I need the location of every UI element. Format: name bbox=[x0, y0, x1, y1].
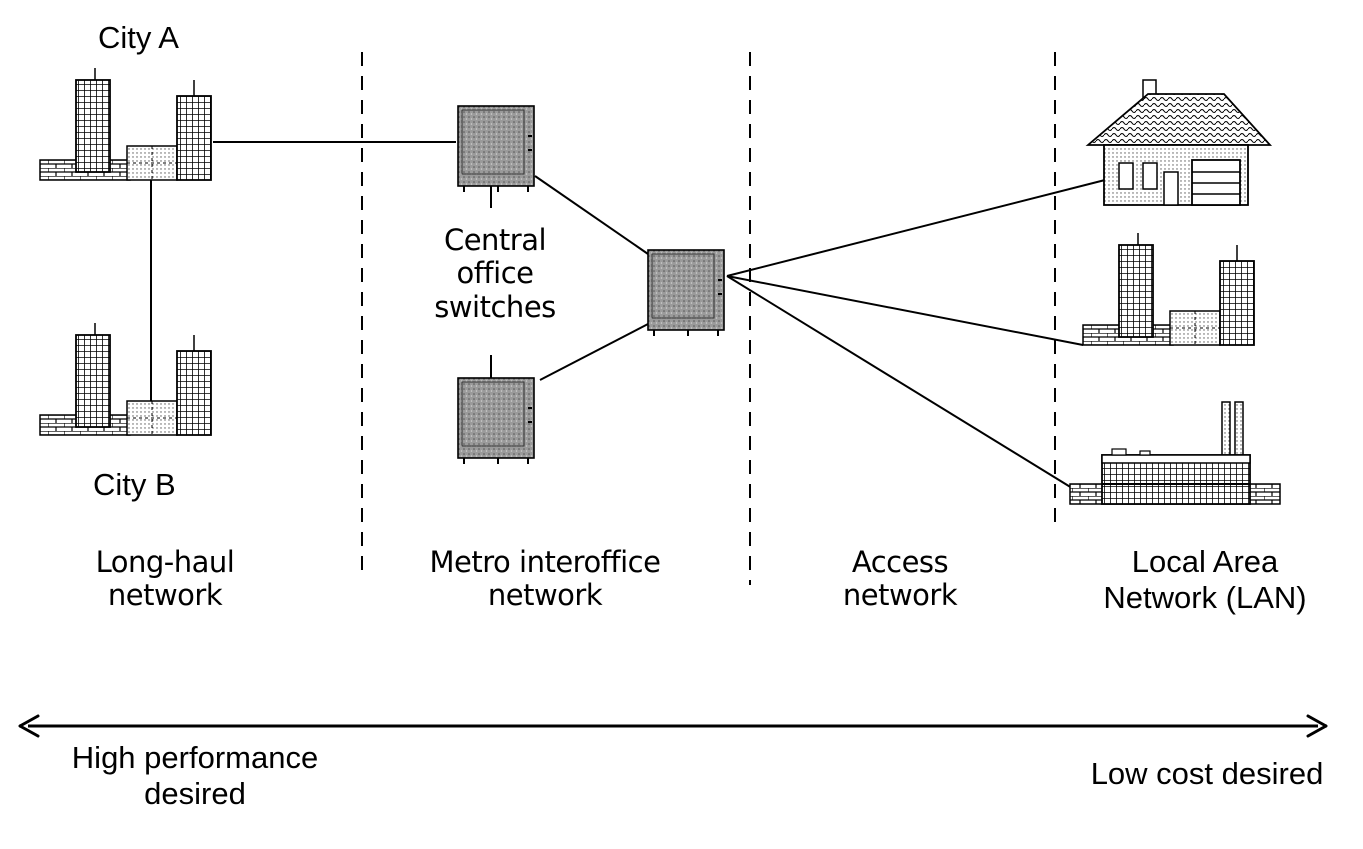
switch-bottom bbox=[457, 377, 535, 465]
city-a-label: City A bbox=[98, 20, 179, 55]
local-area-network-label: Local Area Network (LAN) bbox=[1103, 544, 1307, 615]
long-haul-network-label: Long-haul network bbox=[95, 545, 235, 613]
office-buildings-icon bbox=[1082, 232, 1255, 346]
switch-access bbox=[647, 249, 725, 337]
house-icon bbox=[1085, 79, 1273, 206]
metro-interoffice-network-label: Metro interoffice network bbox=[429, 545, 661, 613]
low-cost-desired-label: Low cost desired bbox=[1090, 756, 1324, 791]
link-access-to-office bbox=[726, 275, 1084, 346]
city-b-skyline bbox=[39, 322, 212, 436]
city-b-label: City B bbox=[93, 467, 176, 502]
network-links bbox=[150, 141, 1106, 489]
link-switch-top-to-access bbox=[534, 175, 649, 255]
performance-cost-spectrum-arrow bbox=[18, 714, 1328, 738]
link-access-to-factory bbox=[726, 275, 1073, 489]
link-access-to-house bbox=[726, 179, 1106, 277]
access-network-label: Access network bbox=[842, 545, 958, 613]
central-office-switches-label: Central office switches bbox=[434, 223, 556, 324]
switch-top bbox=[457, 105, 535, 193]
high-performance-desired-label: High performance desired bbox=[71, 740, 319, 811]
link-switch-bottom-to-access bbox=[539, 323, 649, 381]
factory-icon bbox=[1069, 401, 1281, 505]
city-a-skyline bbox=[39, 67, 212, 181]
